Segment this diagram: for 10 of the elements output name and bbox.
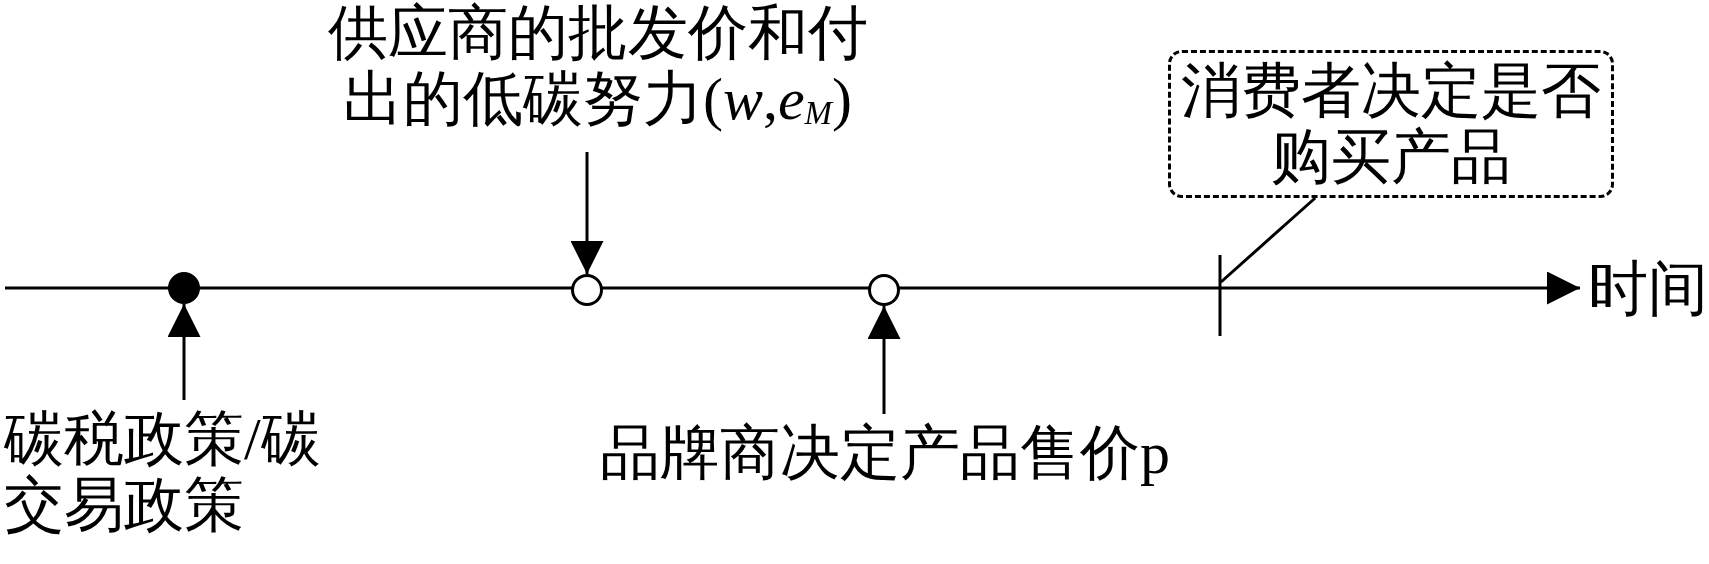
annotation-text: 供应商的批发价和付出的低碳努力(w,e$_{M}$) xyxy=(326,0,869,132)
arrow xyxy=(867,306,901,414)
arrow xyxy=(167,304,201,400)
dashed-callout-box xyxy=(1168,50,1614,198)
axis-label: 时间 xyxy=(1588,256,1708,322)
annotation-text: 消费者决定是否购买产品 xyxy=(1180,58,1602,190)
arrow xyxy=(570,152,604,274)
annotation-text: 品牌商决定产品售价p xyxy=(600,420,1171,486)
annotation-text: 碳税政策/碳交易政策 xyxy=(4,406,322,538)
leader-line xyxy=(1220,196,1317,284)
